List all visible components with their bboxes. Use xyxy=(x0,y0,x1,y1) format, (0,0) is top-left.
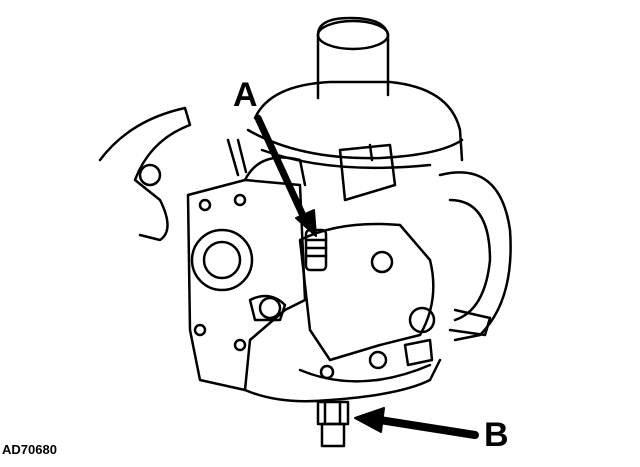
main-body xyxy=(186,138,307,392)
callout-b-label: B xyxy=(484,416,509,454)
drain-plug-b xyxy=(316,400,350,448)
callout-a-label: A xyxy=(233,76,258,114)
arrow-a xyxy=(254,114,317,237)
reference-code: AD70680 xyxy=(2,442,57,457)
lower-body xyxy=(243,294,442,403)
float-chamber xyxy=(298,171,512,370)
mounting-flange xyxy=(98,106,192,242)
air-inlet-neck xyxy=(316,16,390,100)
arrow-b xyxy=(354,407,479,439)
